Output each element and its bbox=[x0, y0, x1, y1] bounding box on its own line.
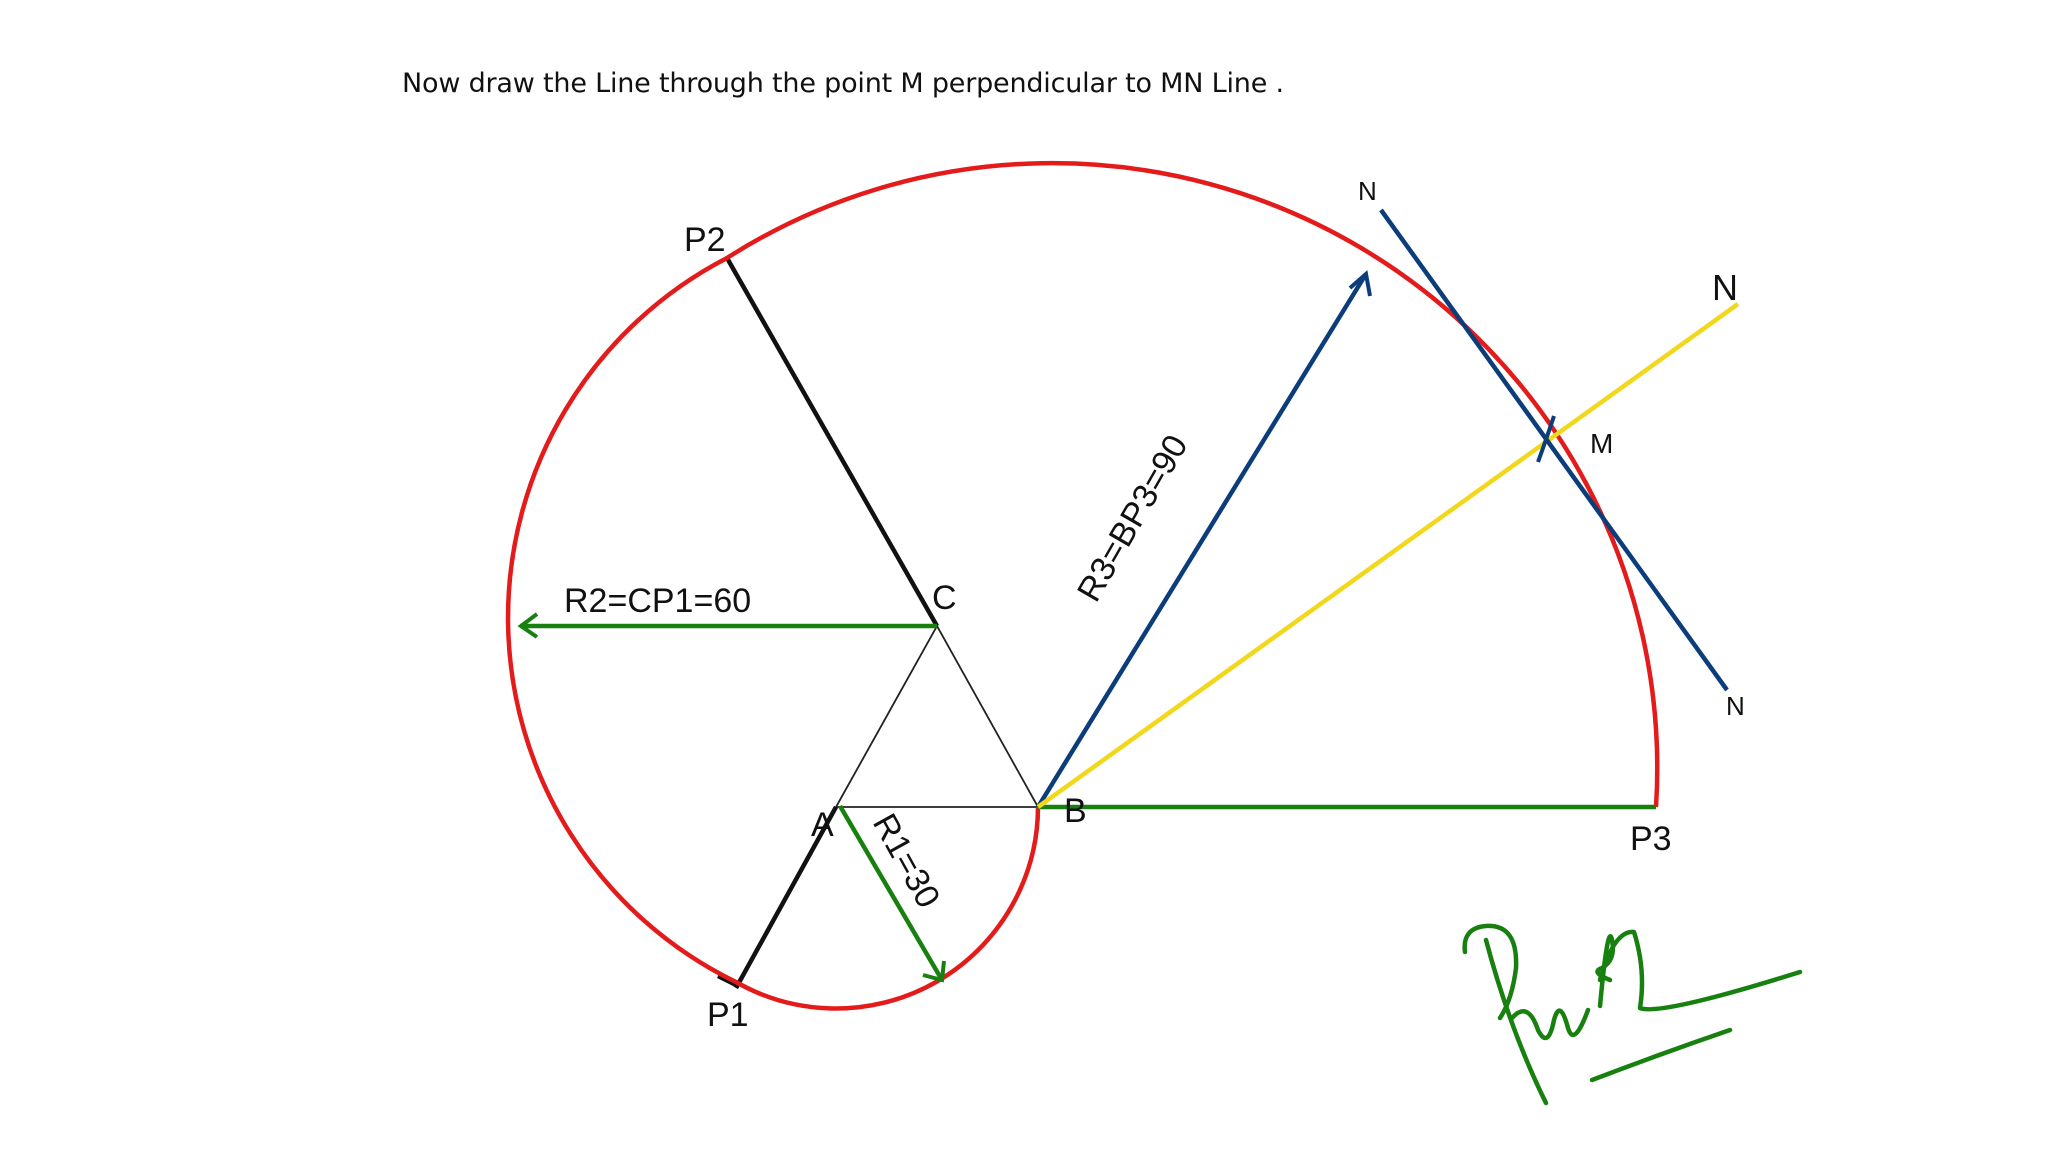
arc-mark-m bbox=[1536, 415, 1556, 463]
label-r1: R1=30 bbox=[865, 807, 947, 914]
label-p3: P3 bbox=[1630, 820, 1672, 858]
signature bbox=[1462, 923, 1803, 1106]
perpendicular-line bbox=[1379, 208, 1729, 692]
label-p2: P2 bbox=[684, 221, 726, 259]
label-p1: P1 bbox=[707, 996, 749, 1034]
label-n-perp-bottom: N bbox=[1726, 691, 1745, 721]
label-b: B bbox=[1064, 792, 1087, 830]
triangle-abc bbox=[834, 624, 1040, 808]
tick-p1 bbox=[716, 973, 740, 989]
label-c: C bbox=[932, 579, 957, 617]
label-a: A bbox=[811, 806, 834, 844]
label-n-normal: N bbox=[1712, 267, 1738, 308]
line-c-p2 bbox=[725, 256, 939, 628]
radius-r3 bbox=[1036, 270, 1372, 809]
radius-r2 bbox=[517, 612, 937, 639]
label-m: M bbox=[1590, 428, 1613, 459]
label-r2: R2=CP1=60 bbox=[564, 582, 751, 620]
label-n-perp-top: N bbox=[1358, 176, 1377, 206]
line-a-p1 bbox=[734, 805, 838, 990]
normal-line-mn bbox=[1036, 302, 1740, 809]
radius-r1 bbox=[838, 804, 946, 983]
instruction-text: Now draw the Line through the point M pe… bbox=[402, 68, 1284, 99]
involute-curve bbox=[505, 160, 1660, 1011]
